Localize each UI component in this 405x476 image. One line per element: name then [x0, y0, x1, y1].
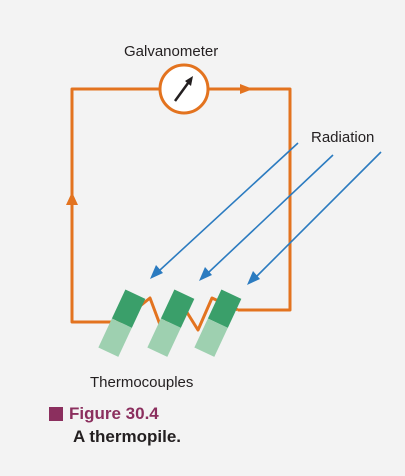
- current-arrow-icon: [66, 192, 78, 205]
- thermocouple-icon: [194, 289, 242, 357]
- thermocouple-icon: [147, 289, 195, 357]
- thermocouples-label: Thermocouples: [90, 374, 193, 391]
- radiation-arrows: [150, 142, 382, 285]
- radiation-label: Radiation: [311, 129, 374, 146]
- radiation-arrow-icon: [247, 151, 382, 285]
- radiation-arrow-icon: [199, 154, 334, 281]
- thermocouple-icon: [98, 289, 146, 357]
- radiation-arrow-icon: [150, 142, 299, 279]
- figure-caption: Figure 30.4 A thermopile.: [49, 404, 181, 447]
- figure-number: Figure 30.4: [69, 404, 159, 423]
- circuit-wire: [70, 87, 292, 324]
- figure-description: A thermopile.: [73, 427, 181, 446]
- galvanometer-icon: [158, 63, 210, 115]
- galvanometer-label: Galvanometer: [124, 43, 218, 60]
- current-arrow-icon: [240, 84, 253, 94]
- caption-square-icon: [49, 407, 63, 421]
